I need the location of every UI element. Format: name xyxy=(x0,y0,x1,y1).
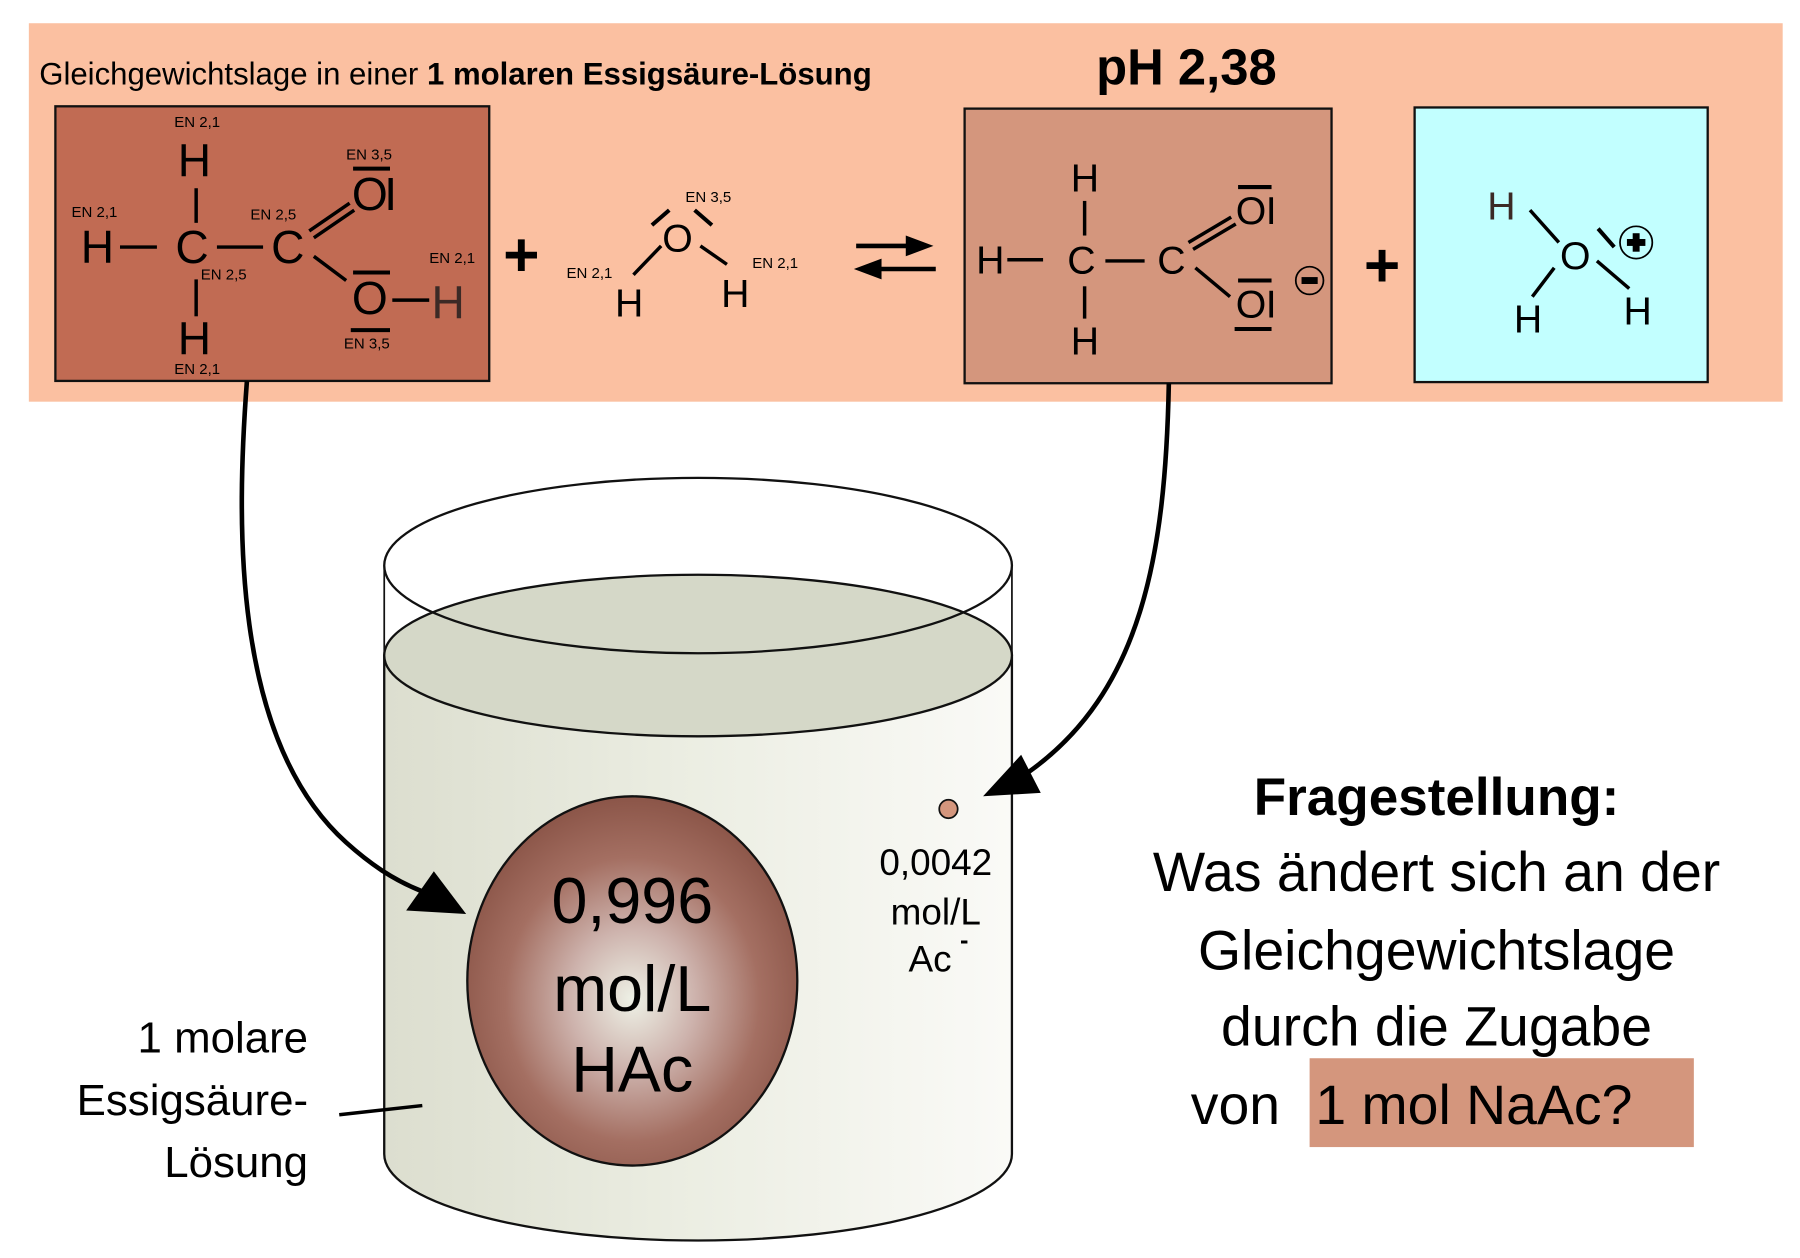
double-bond xyxy=(312,208,356,240)
equilibrium-arrows-icon xyxy=(853,235,936,280)
plus-sign: + xyxy=(503,221,539,290)
lone-pair: I xyxy=(1266,282,1277,326)
atom-o: O xyxy=(1236,282,1267,326)
bond xyxy=(1595,259,1631,290)
positive-charge-icon xyxy=(1619,225,1654,260)
acetate-particle: 0,0042 mol/L Ac - xyxy=(879,798,992,980)
atom-o: O xyxy=(352,168,388,220)
en-label: EN 3,5 xyxy=(685,189,731,206)
question-highlight xyxy=(1309,1058,1694,1148)
hydronium-ion: H O H H xyxy=(1413,106,1709,384)
atom-h-acidic: H xyxy=(432,277,465,329)
atom-o: O xyxy=(1236,189,1267,233)
hydronium-box xyxy=(1413,106,1709,384)
atom-h: H xyxy=(721,272,749,316)
bond xyxy=(699,244,728,266)
question-line: von xyxy=(1191,1074,1280,1136)
en-label: EN 2,1 xyxy=(174,361,220,378)
ac-unit: mol/L xyxy=(891,891,981,932)
arrow-to-acetate xyxy=(983,383,1172,797)
question-highlight-text: 1 mol NaAc? xyxy=(1315,1074,1632,1136)
atom-c: C xyxy=(271,221,304,273)
bond xyxy=(632,244,663,276)
arrow-to-hac xyxy=(239,380,467,914)
lone-pair xyxy=(693,208,714,227)
acetate-ion: H H C C O I O I H xyxy=(963,107,1333,385)
acetic-acid-box xyxy=(54,105,491,383)
bond xyxy=(1194,266,1232,299)
question-line: Gleichgewichtslage xyxy=(1198,919,1675,981)
atom-c: C xyxy=(1067,239,1095,283)
atom-h: H xyxy=(976,239,1004,283)
en-label: EN 2,1 xyxy=(567,265,613,282)
lone-pair: I xyxy=(1266,189,1277,233)
lone-pair xyxy=(650,208,671,227)
en-label: EN 2,1 xyxy=(174,114,220,131)
double-bond xyxy=(308,201,351,233)
double-bond xyxy=(1192,222,1237,251)
question-heading: Fragestellung: xyxy=(1254,768,1620,827)
atom-h: H xyxy=(178,312,211,364)
solution-label-line: 1 molare xyxy=(138,1013,309,1062)
ac-charge: - xyxy=(960,927,968,955)
atom-h: H xyxy=(1071,319,1099,363)
ac-species: Ac xyxy=(908,939,951,980)
acetic-acid-molecule: EN 2,1 H EN 2,1 H C EN 2,5 EN 2,5 C EN 3… xyxy=(54,105,491,383)
acetate-box xyxy=(963,107,1333,385)
ac-concentration: 0,0042 xyxy=(879,842,992,883)
en-label: EN 2,5 xyxy=(201,266,247,283)
lone-pair: I xyxy=(384,168,397,220)
hac-concentration: 0,996 xyxy=(551,865,713,937)
title-bold: 1 molaren Essigsäure-Lösung xyxy=(427,56,872,91)
leader-line xyxy=(339,1103,423,1117)
atom-o: O xyxy=(352,272,388,324)
hac-species: HAc xyxy=(571,1034,693,1106)
title-regular: Gleichgewichtslage in einer xyxy=(39,56,427,91)
atom-h: H xyxy=(1487,184,1515,228)
atom-h: H xyxy=(1514,297,1542,341)
en-label: EN 3,5 xyxy=(344,336,390,353)
question-block: Fragestellung: Was ändert sich an der Gl… xyxy=(1153,768,1720,1148)
lone-pair xyxy=(1596,227,1616,249)
en-label: EN 3,5 xyxy=(346,146,392,163)
beaker-rim xyxy=(383,476,1014,655)
negative-charge-icon xyxy=(1294,265,1325,296)
en-label: EN 2,1 xyxy=(752,255,798,272)
atom-h: H xyxy=(178,135,211,187)
atom-h: H xyxy=(81,221,114,273)
liquid-surface xyxy=(383,573,1014,738)
atom-c: C xyxy=(1157,239,1185,283)
double-bond xyxy=(1187,215,1233,244)
atom-h: H xyxy=(1623,289,1651,333)
question-line: Was ändert sich an der xyxy=(1153,841,1720,903)
en-label: EN 2,1 xyxy=(72,204,118,221)
en-label: EN 2,5 xyxy=(250,206,296,223)
hac-particle: 0,996 mol/L HAc xyxy=(466,795,799,1167)
atom-o: O xyxy=(1560,234,1591,278)
bond xyxy=(312,254,348,282)
bond xyxy=(1528,209,1561,244)
atom-h: H xyxy=(1071,157,1099,201)
solution-label: 1 molare Essigsäure- Lösung xyxy=(77,1013,423,1187)
ph-value: pH 2,38 xyxy=(1096,38,1277,95)
solution-label-line: Essigsäure- xyxy=(77,1076,308,1125)
bond xyxy=(1530,266,1556,298)
atom-o: O xyxy=(662,217,693,261)
atom-c: C xyxy=(175,221,208,273)
question-line: durch die Zugabe xyxy=(1221,996,1652,1058)
water-molecule: EN 3,5 O EN 2,1 H EN 2,1 H xyxy=(567,189,799,325)
hac-unit: mol/L xyxy=(553,953,711,1025)
en-label: EN 2,1 xyxy=(429,250,475,267)
equation-title: Gleichgewichtslage in einer 1 molaren Es… xyxy=(39,56,872,91)
solution-label-line: Lösung xyxy=(164,1138,308,1187)
atom-h: H xyxy=(615,281,643,325)
plus-sign: + xyxy=(1364,231,1400,300)
